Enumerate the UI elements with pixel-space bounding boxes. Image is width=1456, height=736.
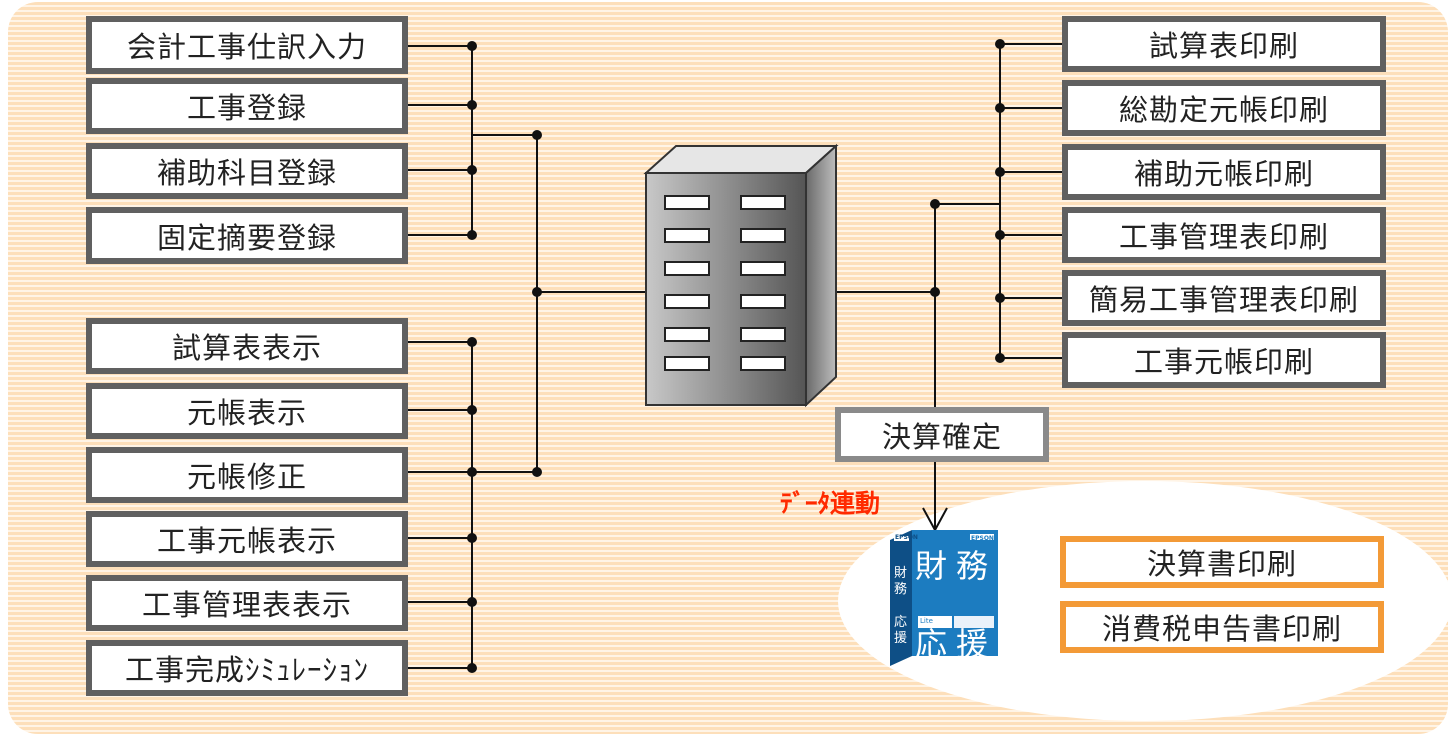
consumption-tax-return-print-box: 消費税申告書印刷 — [1060, 601, 1384, 653]
product-side-char-3: 応 — [894, 615, 908, 630]
project-ledger-display-box: 工事元帳表示 — [86, 511, 408, 567]
project-ledger-print-box: 工事元帳印刷 — [1062, 332, 1386, 388]
product-box-icon — [890, 530, 998, 666]
trial-balance-display-box: 試算表表示 — [86, 318, 408, 374]
project-management-print-box: 工事管理表印刷 — [1062, 207, 1386, 263]
product-side-char-4: 援 — [894, 631, 908, 646]
project-register-box: 工事登録 — [86, 78, 408, 134]
product-title-char-2: 務 — [956, 547, 989, 585]
product-title-char-4: 援 — [956, 625, 989, 663]
product-edition: Lite — [920, 617, 933, 625]
general-ledger-print-box: 総勘定元帳印刷 — [1062, 80, 1386, 136]
product-brand: EPSON — [895, 534, 918, 541]
closing-confirm-box: 決算確定 — [835, 407, 1049, 462]
sub-ledger-print-box: 補助元帳印刷 — [1062, 144, 1386, 200]
product-side-char-1: 財 — [894, 566, 908, 581]
sub-account-register-box: 補助科目登録 — [86, 143, 408, 199]
completion-simulation-box: 工事完成ｼﾐｭﾚｰｼｮﾝ — [86, 640, 408, 696]
trial-balance-print-box: 試算表印刷 — [1062, 16, 1386, 72]
product-title-char-1: 財 — [915, 547, 948, 585]
simple-project-management-print-box: 簡易工事管理表印刷 — [1062, 270, 1386, 326]
journal-entry-box: 会計工事仕訳入力 — [86, 16, 408, 74]
fixed-summary-register-box: 固定摘要登録 — [86, 207, 408, 264]
arrow-down-icon — [922, 462, 948, 533]
data-link-label: ﾃﾞｰﾀ連動 — [780, 489, 881, 518]
product-side-char-2: 務 — [894, 582, 908, 597]
financial-statement-print-box: 決算書印刷 — [1060, 536, 1384, 588]
ledger-display-box: 元帳表示 — [86, 383, 408, 439]
product-title-char-3: 応 — [915, 625, 948, 663]
ledger-edit-box: 元帳修正 — [86, 447, 408, 503]
project-management-display-box: 工事管理表表示 — [86, 575, 408, 631]
server-icon — [643, 143, 839, 408]
product-brand-side: EPSON — [971, 535, 994, 542]
